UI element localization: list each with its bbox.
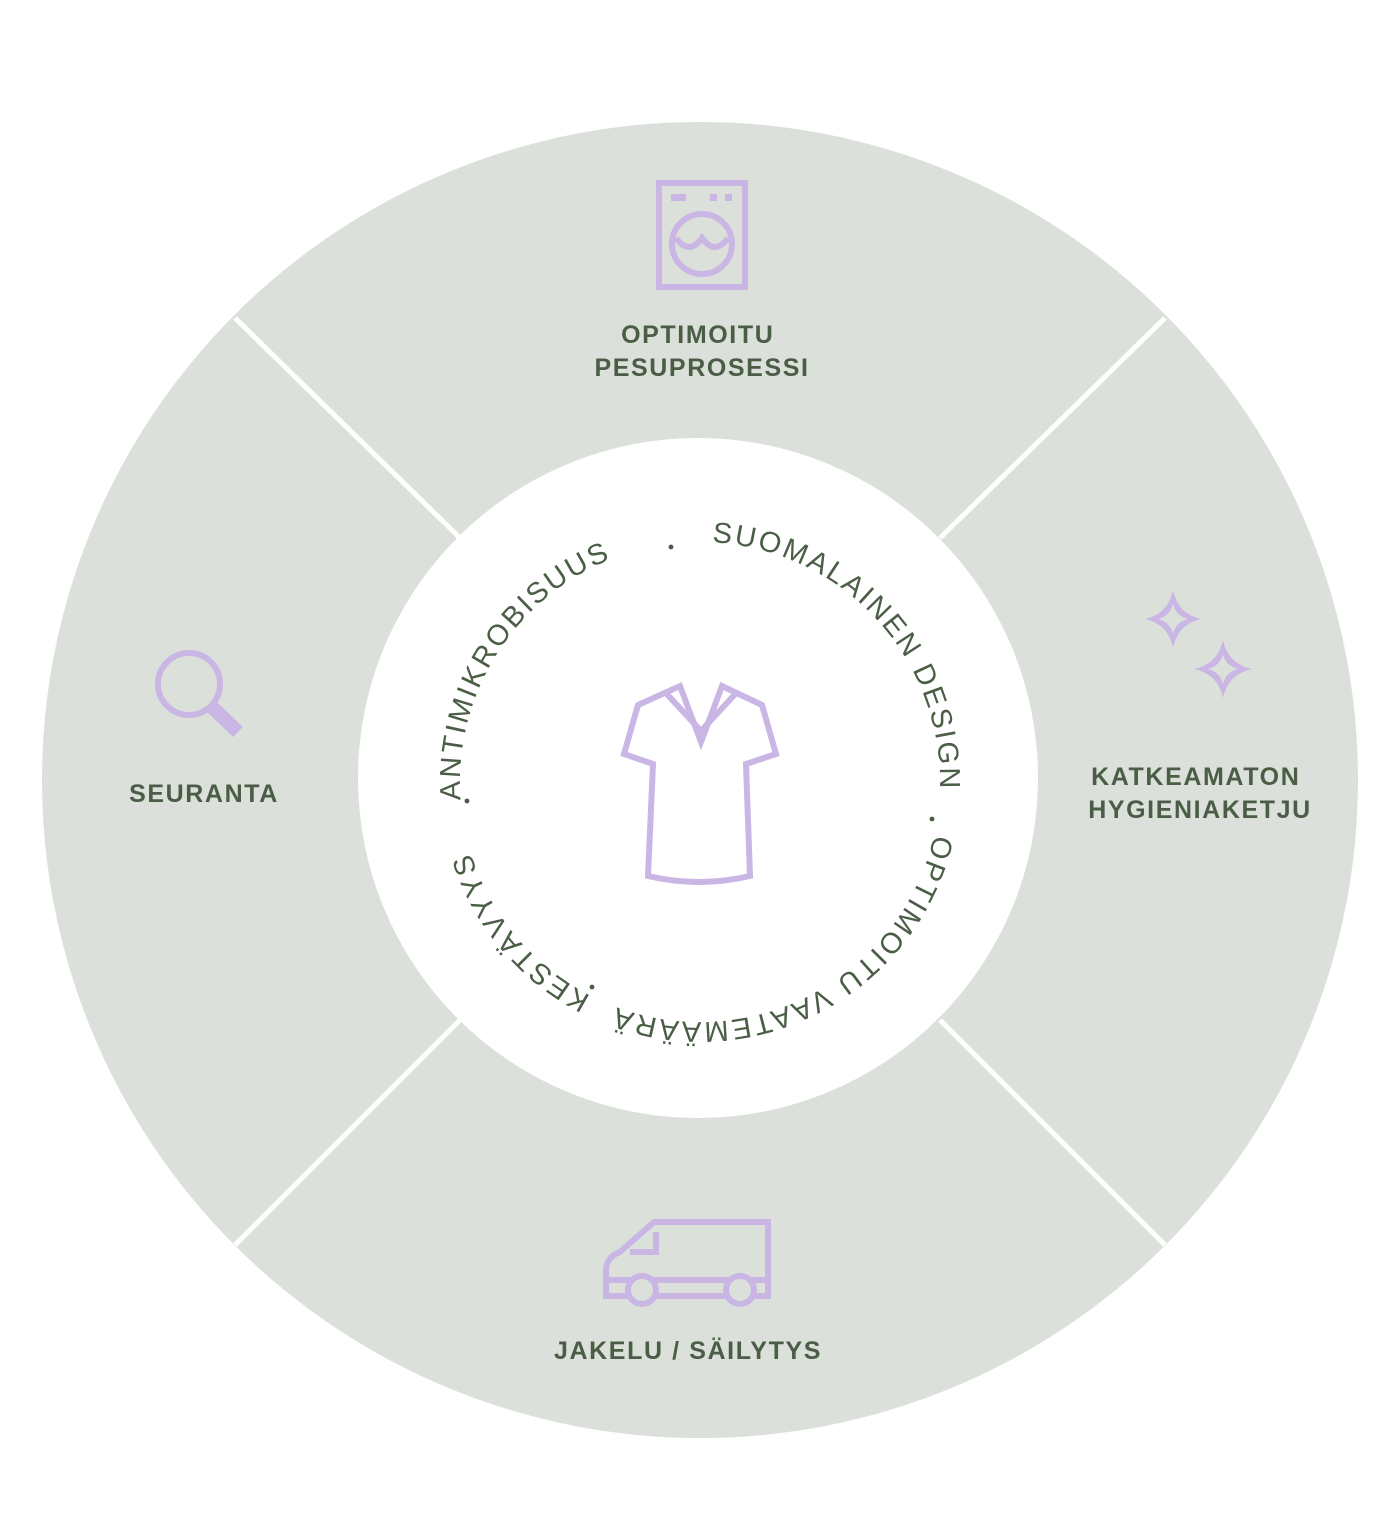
segment-top-label-line-2: PESUPROSESSI	[594, 354, 809, 382]
separator-bottom-left	[233, 1018, 462, 1247]
ring-separator-dot	[929, 816, 935, 822]
ring-separator-dot	[589, 984, 595, 990]
center-disc	[358, 438, 1038, 1118]
shirt-icon	[620, 681, 780, 885]
segment-right-label-line-2: HYGIENIAKETJU	[1088, 796, 1312, 824]
segment-bottom: JAKELU / SÄILYTYS	[554, 1219, 822, 1365]
sparkles-icon	[1145, 590, 1252, 698]
segment-right-label: KATKEAMATON HYGIENIAKETJU	[1088, 763, 1312, 824]
washing-machine-icon	[656, 180, 748, 290]
segment-top-label-line-1: OPTIMOITU	[621, 321, 774, 349]
ring-separator-dot	[668, 544, 674, 550]
separator-bottom-right	[938, 1018, 1167, 1247]
segment-bottom-label: JAKELU / SÄILYTYS	[554, 1337, 822, 1365]
segment-bottom-label-line-1: JAKELU / SÄILYTYS	[554, 1337, 822, 1365]
magnifier-icon	[155, 650, 243, 738]
outer-ring	[42, 122, 1358, 1438]
segment-right-label-line-1: KATKEAMATON	[1091, 763, 1300, 791]
ring-separator-dot	[464, 798, 470, 804]
segment-left-label-line-1: SEURANTA	[129, 780, 279, 808]
separator-top-left	[233, 316, 462, 540]
segment-top-label: OPTIMOITU PESUPROSESSI	[594, 321, 809, 382]
separator-top-right	[938, 316, 1167, 540]
delivery-van-icon	[603, 1219, 771, 1307]
segment-top: OPTIMOITU PESUPROSESSI	[594, 180, 809, 382]
segment-right: KATKEAMATON HYGIENIAKETJU	[1088, 590, 1312, 824]
segment-left-label: SEURANTA	[129, 780, 279, 808]
segment-left: SEURANTA	[129, 650, 279, 808]
